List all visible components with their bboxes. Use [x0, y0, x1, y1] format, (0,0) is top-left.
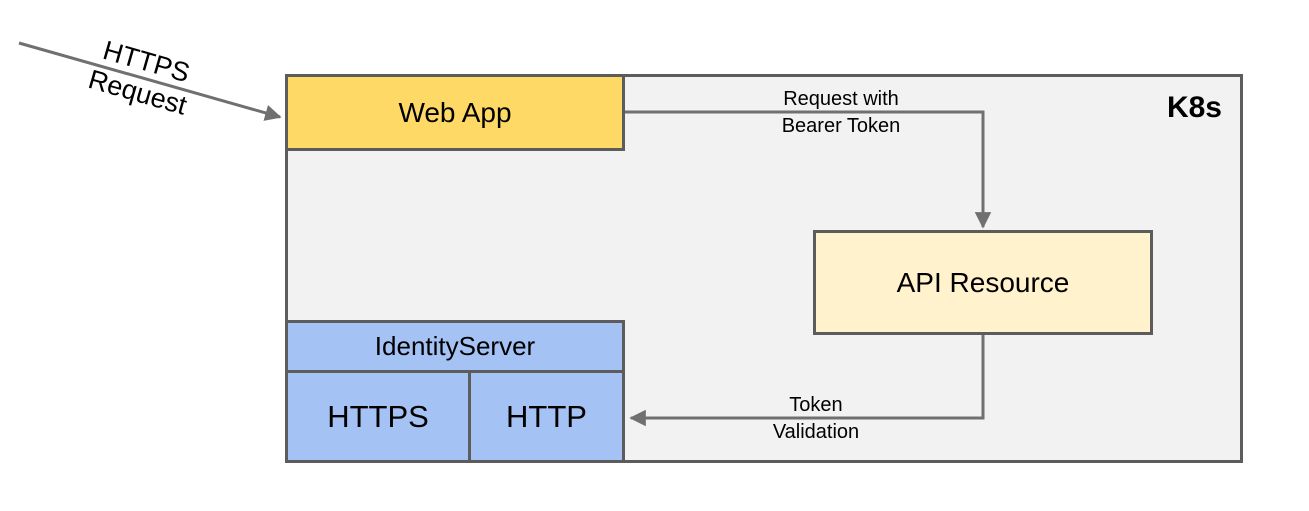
node-web-app: Web App — [285, 74, 625, 151]
node-identity-server-label: IdentityServer — [374, 331, 536, 361]
edge-label-request-bearer-token-line1: Request with — [783, 88, 899, 110]
node-identity-server: IdentityServer — [285, 320, 625, 373]
k8s-cluster-label: K8s — [1166, 91, 1222, 124]
node-api-resource-label: API Resource — [896, 266, 1070, 298]
node-https-endpoint-label: HTTPS — [327, 398, 429, 434]
node-https-endpoint: HTTPS — [285, 370, 471, 463]
node-http-endpoint: HTTP — [468, 370, 625, 463]
edge-label-request-bearer-token: Request with Bearer Token — [782, 86, 901, 140]
edge-label-token-validation-line1: Token — [789, 394, 843, 416]
node-web-app-label: Web App — [398, 96, 512, 128]
edge-label-token-validation-line2: Validation — [772, 421, 860, 443]
edge-label-request-bearer-token-line2: Bearer Token — [781, 115, 901, 137]
edge-label-token-validation: Token Validation — [773, 392, 859, 446]
node-api-resource: API Resource — [813, 230, 1153, 335]
edge-label-https-request: HTTPS Request — [85, 32, 199, 121]
node-http-endpoint-label: HTTP — [506, 398, 587, 434]
